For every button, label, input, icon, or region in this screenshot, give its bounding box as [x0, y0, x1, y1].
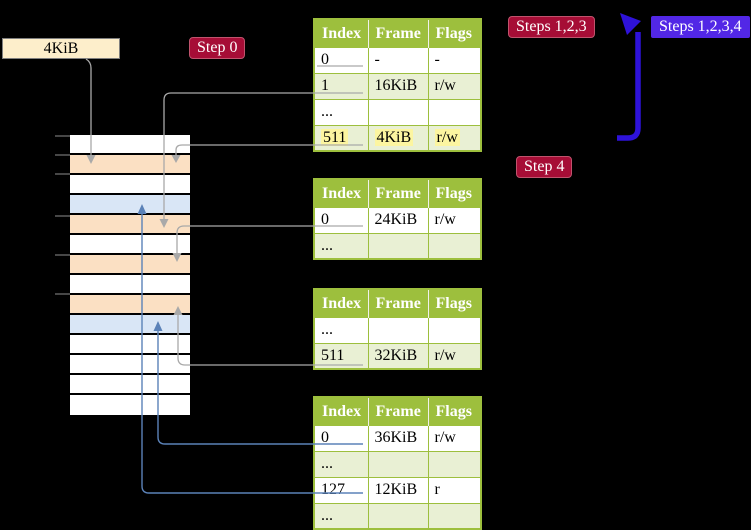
highlighted-value: 511	[321, 128, 349, 146]
table-cell: r/w	[427, 424, 482, 452]
table-cell	[367, 98, 429, 126]
column-header: Frame	[368, 289, 429, 317]
table-cell	[427, 502, 482, 530]
table-row: 0--	[313, 46, 482, 74]
table-row: 511 4KiB r/w	[313, 124, 482, 152]
table-cell: 36KiB	[367, 424, 429, 452]
highlighted-value: r/w	[434, 128, 460, 146]
table-row: ...	[313, 316, 482, 344]
table-row: ...	[313, 232, 482, 260]
step4-badge: Step 4	[516, 156, 573, 178]
table-cell: 511	[313, 342, 369, 370]
column-header: Frame	[368, 397, 429, 425]
column-header: Frame	[368, 19, 429, 47]
memory-row-peach	[70, 295, 190, 315]
column-header: Index	[314, 397, 369, 425]
memory-row-peach	[70, 255, 190, 275]
memory-row-white	[70, 335, 190, 355]
column-header: Index	[314, 19, 369, 47]
page-size-label: 4KiB	[2, 38, 120, 59]
memory-row-blue	[70, 195, 190, 215]
table-cell	[427, 316, 482, 344]
table-cell: 4KiB	[367, 124, 429, 152]
column-header: Index	[314, 179, 369, 207]
table-cell	[367, 450, 429, 478]
table-cell	[367, 232, 429, 260]
table-cell: 12KiB	[367, 476, 429, 504]
table-cell: ...	[313, 98, 369, 126]
highlighted-value: 4KiB	[374, 128, 414, 146]
table-cell: 0	[313, 424, 369, 452]
memory-row-white	[70, 275, 190, 295]
table-cell: r	[427, 476, 482, 504]
table-cell	[427, 450, 482, 478]
steps-loop-arrowhead-icon	[620, 13, 641, 35]
table-cell: 0	[313, 46, 369, 74]
step0-badge: Step 0	[189, 37, 246, 59]
column-header: Flags	[428, 19, 481, 47]
steps123-badge: Steps 1,2,3	[508, 16, 595, 38]
steps-loop-arrow	[617, 32, 641, 141]
table-cell	[367, 316, 429, 344]
table-cell: -	[367, 46, 429, 74]
table-cell: 1	[313, 72, 369, 100]
memory-row-peach	[70, 215, 190, 235]
memory-row-white	[70, 355, 190, 375]
memory-row-blue	[70, 315, 190, 335]
table-cell: 511	[313, 124, 369, 152]
table-row: ...	[313, 98, 482, 126]
table-cell: r/w	[427, 342, 482, 370]
table-cell: 0	[313, 206, 369, 234]
table-cell: -	[427, 46, 482, 74]
table-cell: ...	[313, 316, 369, 344]
column-header: Frame	[368, 179, 429, 207]
table-cell	[367, 502, 429, 530]
column-header: Flags	[428, 179, 481, 207]
table-cell: r/w	[427, 206, 482, 234]
steps1234-badge: Steps 1,2,3,4	[651, 16, 750, 38]
memory-row-white	[70, 175, 190, 195]
table-cell	[427, 232, 482, 260]
column-header: Index	[314, 289, 369, 317]
table-row: ...	[313, 450, 482, 478]
memory-row-white	[70, 395, 190, 415]
table-row: ...	[313, 502, 482, 530]
table-cell: 32KiB	[367, 342, 429, 370]
memory-row-white	[70, 135, 190, 155]
memory-row-white	[70, 375, 190, 395]
table-cell: ...	[313, 450, 369, 478]
memory-column	[70, 135, 190, 415]
table-cell: ...	[313, 502, 369, 530]
table-cell	[427, 98, 482, 126]
table-cell: 24KiB	[367, 206, 429, 234]
memory-tick-marks	[55, 135, 70, 295]
table-cell: 16KiB	[367, 72, 429, 100]
memory-row-white	[70, 235, 190, 255]
column-header: Flags	[428, 397, 481, 425]
memory-row-peach	[70, 155, 190, 175]
table-cell: r/w	[427, 124, 482, 152]
table-cell: r/w	[427, 72, 482, 100]
column-header: Flags	[428, 289, 481, 317]
table-cell: 127	[313, 476, 369, 504]
table-cell: ...	[313, 232, 369, 260]
